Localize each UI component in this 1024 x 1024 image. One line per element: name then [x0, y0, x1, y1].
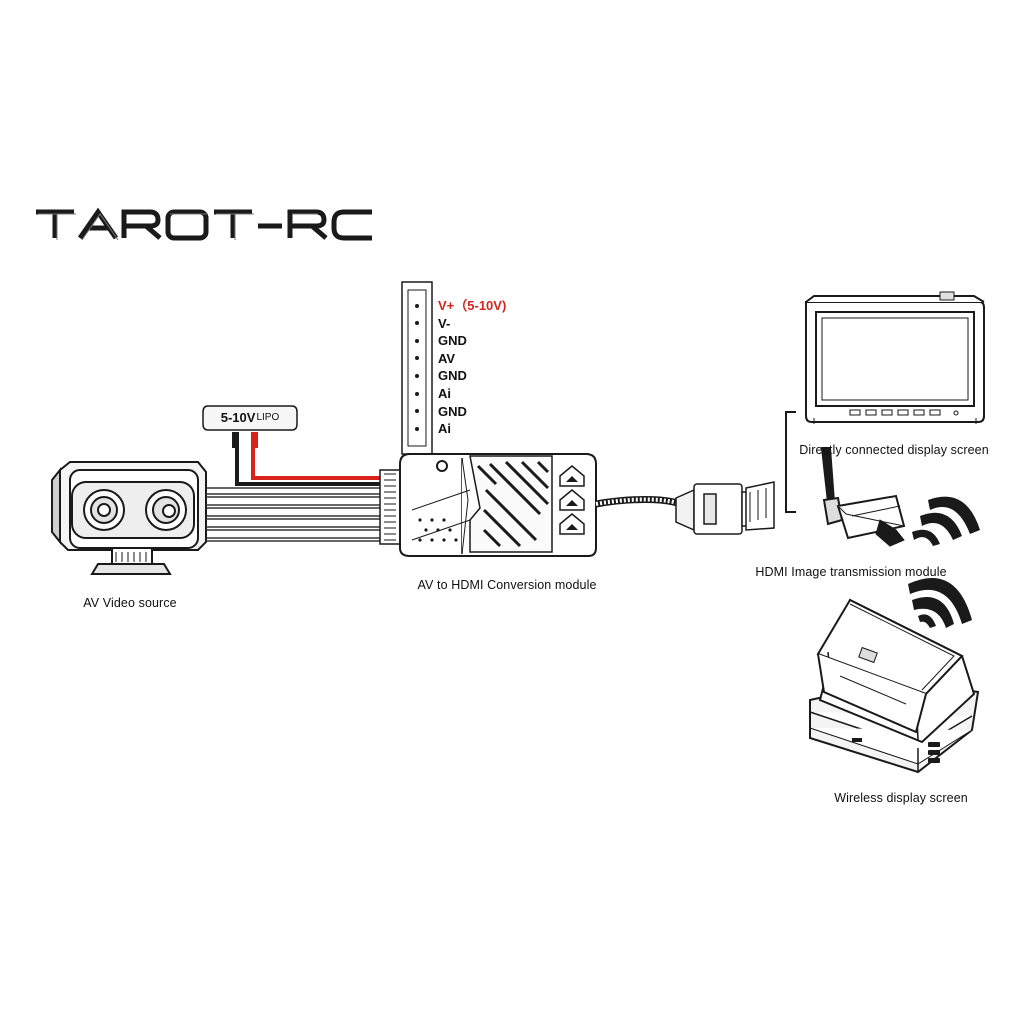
av-hdmi-module [399, 453, 597, 557]
pin-label-gnd-2: GND [438, 368, 467, 384]
caption-av-source: AV Video source [83, 596, 177, 610]
hdmi-transmitter-icon [820, 447, 906, 547]
caption-hdmi-transmitter: HDMI Image transmission module [755, 565, 947, 579]
pin-label-vminus: V- [438, 315, 451, 331]
wireless-signal-icon-1 [912, 496, 980, 546]
logo-shadow [38, 213, 318, 241]
pin-label-vplus: V+（5-10V) [438, 298, 507, 313]
caption-wireless-display: Wireless display screen [834, 791, 968, 805]
battery-voltage: 5-10V [220, 409, 256, 425]
pin-label-av: AV [438, 350, 456, 366]
av-camera-icon [51, 461, 207, 575]
battery-label-box [202, 405, 298, 431]
pin-label-gnd-1: GND [438, 333, 467, 349]
caption-direct-display: Directly connected display screen [799, 443, 989, 457]
direct-display-icon [805, 291, 985, 424]
caption-converter: AV to HDMI Conversion module [417, 578, 597, 592]
wireless-display-icon [809, 598, 980, 774]
pin-label-gnd-3: GND [438, 403, 467, 419]
pin-label-ai-1: Ai [438, 385, 451, 401]
tarot-rc-logo [36, 207, 372, 241]
branch-bracket [785, 411, 796, 513]
signal-wires [206, 487, 384, 542]
hdmi-plug [675, 481, 775, 535]
power-wires [232, 432, 384, 486]
pin-header [401, 281, 433, 455]
wire-connector [379, 469, 401, 545]
pin-label-ai-2: Ai [438, 421, 451, 437]
wireless-signal-icon-2 [908, 577, 972, 628]
pin-label-list: V+（5-10V) V- GND AV GND Ai GND Ai [438, 297, 506, 438]
battery-type: LIPO [256, 411, 280, 423]
